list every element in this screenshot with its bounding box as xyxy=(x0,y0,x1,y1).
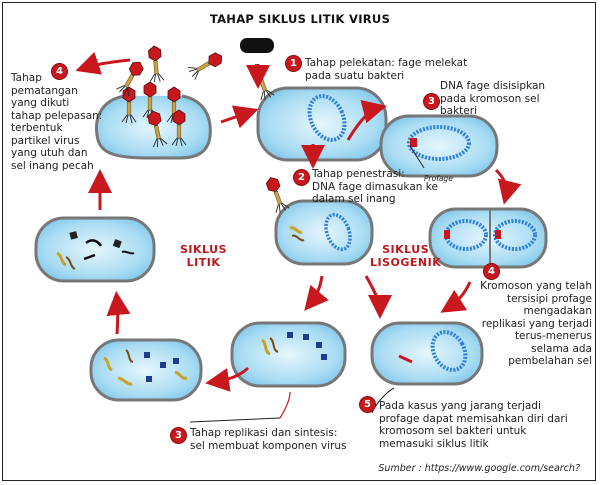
caption-line: yang dikuti xyxy=(11,97,70,109)
lysogenic-label-line: SIKLUS xyxy=(382,243,430,256)
step5-caption: Pada kasus yang jarang terjadi profage d… xyxy=(379,400,568,450)
caption-line: Tahap penestrasi: xyxy=(312,168,405,180)
step-number-badge: 2 xyxy=(294,170,309,185)
step-number-badge: 3 xyxy=(171,428,186,443)
assembly-cell xyxy=(34,216,156,283)
step-number-badge: 3 xyxy=(424,94,439,109)
source-citation: Sumber : https://www.google.com/search? xyxy=(378,463,580,474)
caption-line: partikel virus xyxy=(11,134,80,147)
caption-line: pematangan xyxy=(11,84,78,97)
caption-line: Kromoson yang telah xyxy=(480,280,592,292)
caption-line: mengadakan xyxy=(523,305,592,317)
caption-line: terus-menerus xyxy=(514,330,592,342)
lytic-label-line: SIKLUS xyxy=(180,243,228,256)
caption-line: memasuki siklus litik xyxy=(379,437,489,450)
caption-line: replikasi yang terjadi xyxy=(481,317,592,330)
caption-line: Pada kasus yang jarang terjadi xyxy=(379,400,541,412)
diagram-title: TAHAP SIKLUS LITIK VIRUS xyxy=(209,12,391,26)
caption-line: selama ada xyxy=(531,342,592,355)
lytic-label-line: LITIK xyxy=(186,256,221,269)
caption-line: bakteri xyxy=(440,105,477,117)
caption-line: yang utuh dan xyxy=(11,147,88,159)
step4-lytic-caption: Tahap pematangan yang dikuti tahap pelep… xyxy=(11,72,102,172)
caption-line: dalam sel inang xyxy=(312,193,396,205)
caption-line: terbentuk xyxy=(11,122,63,134)
step-number-badge: 4 xyxy=(52,64,67,79)
step-number-badge: 4 xyxy=(484,264,499,279)
insertion-cell xyxy=(379,114,499,178)
cycle-arrows xyxy=(75,51,522,423)
lysogenic-cycle-label: SIKLUS LISOGENIK xyxy=(370,243,441,269)
step-number-badge: 1 xyxy=(286,56,301,71)
penetration-cell xyxy=(263,174,374,266)
lysogenic-label-line: LISOGENIK xyxy=(370,256,442,269)
caption-line: Tahap pelekatan: fage melekat xyxy=(305,57,468,69)
excision-cell xyxy=(370,321,484,386)
caption-line: pembelahan sel xyxy=(508,355,592,367)
pointer-lines xyxy=(409,145,425,169)
caption-line: Tahap replikasi dan sintesis: xyxy=(190,427,338,439)
caption-line: pada kromoson sel xyxy=(440,92,540,105)
step2-caption: Tahap penestrasi: DNA fage dimasukan ke … xyxy=(312,168,438,206)
caption-line: kromosom sel bakteri untuk xyxy=(379,425,527,437)
caption-line: profage dapat memisahkan diri dari xyxy=(379,412,568,425)
caption-line: DNA fage dimasukan ke xyxy=(312,180,438,193)
dividing-cell xyxy=(428,207,548,269)
synthesis-cell xyxy=(89,338,203,402)
caption-line: tahap pelepasan: xyxy=(11,109,103,122)
bursting-cell xyxy=(95,81,212,160)
virus-capsule-icon xyxy=(240,38,274,53)
caption-line: sel inang pecah xyxy=(11,159,94,172)
step1-caption: Tahap pelekatan: fage melekat pada suatu… xyxy=(305,57,467,82)
step4-lysogenic-caption: Kromoson yang telah tersisipi profage me… xyxy=(476,280,592,368)
profage-label: Profage xyxy=(424,174,453,183)
caption-line: DNA fage disisipkan xyxy=(440,80,546,92)
caption-line: pada suatu bakteri xyxy=(305,69,405,82)
step3-lysogenic-caption: DNA fage disisipkan pada kromoson sel ba… xyxy=(440,80,545,118)
caption-line: tersisipi profage xyxy=(506,292,592,305)
replication-cell xyxy=(230,321,347,388)
caption-line: sel membuat komponen virus xyxy=(190,439,347,452)
lytic-cycle-label: SIKLUS LITIK xyxy=(180,243,227,269)
step3-lytic-caption: Tahap replikasi dan sintesis: sel membua… xyxy=(190,427,346,452)
figure-frame xyxy=(2,2,596,481)
caption-line: Tahap xyxy=(11,72,42,84)
step-number-badge: 5 xyxy=(360,397,375,412)
